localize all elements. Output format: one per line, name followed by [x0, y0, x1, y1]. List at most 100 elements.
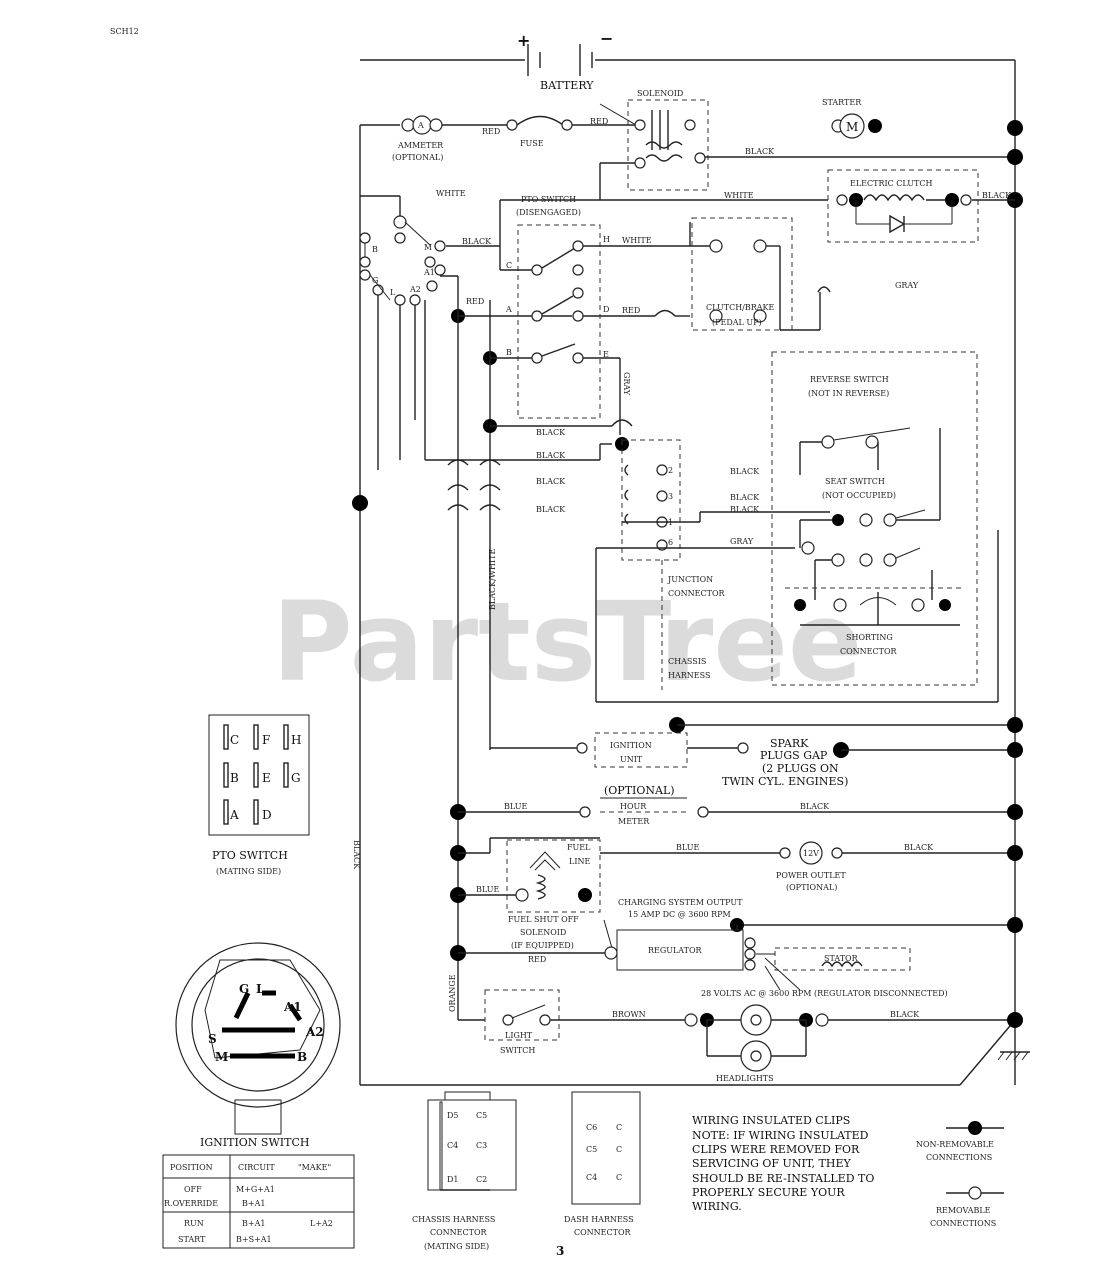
dash-harness-connector: C6 C C5 C C4 C — [571, 1091, 641, 1205]
light-switch — [484, 989, 560, 1041]
svg-text:BLACK/WHITE: BLACK/WHITE — [488, 549, 497, 610]
svg-text:GRAY: GRAY — [730, 537, 754, 546]
stator — [774, 947, 911, 971]
pto-disengaged-label: (DISENGAGED) — [516, 208, 581, 217]
svg-text:3: 3 — [668, 492, 673, 501]
svg-text:B: B — [506, 348, 512, 357]
svg-text:PROPERLY SECURE YOUR: PROPERLY SECURE YOUR — [692, 1186, 845, 1199]
starter-symbol: M — [846, 120, 858, 134]
fuse — [516, 115, 564, 126]
pto-connector-label: PTO SWITCH — [212, 849, 288, 862]
chassis-connector-label-1: CHASSIS HARNESS — [412, 1215, 495, 1224]
svg-text:BLACK: BLACK — [982, 191, 1012, 200]
clutch-brake-label: CLUTCH/BRAKE — [706, 303, 775, 312]
svg-text:REMOVABLE: REMOVABLE — [936, 1206, 991, 1215]
svg-text:C: C — [616, 1123, 622, 1132]
svg-text:L: L — [256, 982, 265, 996]
svg-text:BLACK: BLACK — [890, 1010, 920, 1019]
headlights-label: HEADLIGHTS — [716, 1074, 774, 1083]
svg-text:A1: A1 — [423, 268, 435, 277]
svg-text:BLACK: BLACK — [536, 477, 566, 486]
svg-text:OFF: OFF — [184, 1185, 202, 1194]
junction-connector — [621, 439, 681, 561]
svg-text:H: H — [603, 235, 610, 244]
chassis-connector-label-3: (MATING SIDE) — [424, 1242, 489, 1251]
svg-text:R.OVERRIDE: R.OVERRIDE — [164, 1199, 218, 1208]
clutch-brake-switch — [691, 217, 793, 331]
fuel-line-label-2: LINE — [569, 857, 590, 866]
svg-text:L: L — [390, 288, 396, 297]
chassis-harness-label-1: CHASSIS — [668, 657, 706, 666]
svg-text:B: B — [297, 1050, 307, 1064]
svg-text:G: G — [291, 771, 301, 785]
svg-text:−: − — [600, 29, 613, 48]
svg-text:BLACK: BLACK — [904, 843, 934, 852]
svg-text:C5: C5 — [476, 1111, 487, 1120]
schematic-code: SCH12 — [110, 27, 139, 36]
ignition-switch-connector: G L A1 A2 S M B — [175, 942, 341, 1135]
battery: + − BATTERY — [360, 29, 1015, 92]
ignition-unit — [594, 732, 688, 768]
not-in-reverse-label: (NOT IN REVERSE) — [808, 389, 889, 398]
svg-text:B+A1: B+A1 — [242, 1219, 265, 1228]
svg-text:C4: C4 — [447, 1141, 458, 1150]
svg-text:NOTE: IF WIRING INSULATED: NOTE: IF WIRING INSULATED — [692, 1129, 869, 1142]
svg-text:RED: RED — [590, 117, 608, 126]
spark-label-3: (2 PLUGS ON — [762, 762, 839, 775]
chassis-connector-label-2: CONNECTOR — [430, 1228, 488, 1237]
light-switch-label-1: LIGHT — [505, 1031, 533, 1040]
svg-text:C6: C6 — [586, 1123, 597, 1132]
fuel-line-box — [506, 839, 601, 913]
svg-text:BLUE: BLUE — [504, 802, 527, 811]
junction-label-2: CONNECTOR — [668, 589, 726, 598]
svg-text:WHITE: WHITE — [724, 191, 754, 200]
svg-text:RED: RED — [482, 127, 500, 136]
svg-text:BLACK: BLACK — [730, 467, 760, 476]
power-outlet-label-1: POWER OUTLET — [776, 871, 846, 880]
shorting-label-2: CONNECTOR — [840, 647, 898, 656]
svg-text:CONNECTIONS: CONNECTIONS — [926, 1153, 992, 1162]
svg-text:BLACK: BLACK — [536, 428, 566, 437]
svg-text:ORANGE: ORANGE — [448, 974, 457, 1012]
chassis-harness-connector: D5 C5 C4 C3 D1 C2 — [427, 1091, 517, 1191]
hour-meter-label-2: METER — [618, 817, 650, 826]
svg-text:G: G — [372, 276, 378, 285]
hour-meter-label-1: HOUR — [620, 802, 647, 811]
power-outlet-label-2: (OPTIONAL) — [786, 883, 837, 892]
svg-text:CIRCUIT: CIRCUIT — [238, 1163, 275, 1172]
svg-text:2: 2 — [668, 466, 673, 475]
not-occupied-label: (NOT OCCUPIED) — [822, 491, 896, 500]
electric-clutch — [827, 169, 979, 243]
svg-text:START: START — [178, 1235, 206, 1244]
dash-connector-label-2: CONNECTOR — [574, 1228, 632, 1237]
svg-text:L+A2: L+A2 — [310, 1219, 333, 1228]
svg-text:GRAY: GRAY — [622, 372, 631, 396]
svg-text:RED: RED — [528, 955, 546, 964]
svg-text:+: + — [517, 31, 530, 50]
ignition-table: POSITION CIRCUIT "MAKE" OFF M+G+A1 R.OVE… — [162, 1154, 355, 1249]
dash-connector-label-1: DASH HARNESS — [564, 1215, 634, 1224]
svg-text:WIRING INSULATED CLIPS: WIRING INSULATED CLIPS — [692, 1114, 850, 1127]
svg-text:C4: C4 — [586, 1173, 597, 1182]
svg-text:SERVICING OF UNIT, THEY: SERVICING OF UNIT, THEY — [692, 1157, 851, 1170]
svg-text:A: A — [505, 305, 512, 314]
svg-text:B: B — [372, 245, 378, 254]
svg-text:D1: D1 — [447, 1175, 459, 1184]
pto-switch-label: PTO SWITCH — [521, 195, 576, 204]
svg-text:A: A — [229, 808, 239, 822]
starter-motor — [839, 113, 865, 139]
svg-text:A1: A1 — [283, 1000, 302, 1014]
stator-volts-label: 28 VOLTS AC @ 3600 RPM (REGULATOR DISCON… — [701, 989, 948, 998]
pto-connector: C F H B E G A D — [208, 714, 310, 836]
svg-text:6: 6 — [668, 538, 673, 547]
svg-text:WIRING.: WIRING. — [692, 1200, 742, 1213]
svg-text:B+S+A1: B+S+A1 — [236, 1235, 272, 1244]
spark-label-2: PLUGS GAP — [760, 749, 828, 762]
non-removable-symbol — [968, 1121, 982, 1135]
svg-text:C: C — [616, 1173, 622, 1182]
svg-text:"MAKE": "MAKE" — [298, 1163, 331, 1172]
svg-text:BLACK: BLACK — [730, 493, 760, 502]
svg-text:D: D — [603, 305, 609, 314]
hour-meter-optional: (OPTIONAL) — [604, 784, 675, 797]
svg-text:WHITE: WHITE — [436, 189, 466, 198]
